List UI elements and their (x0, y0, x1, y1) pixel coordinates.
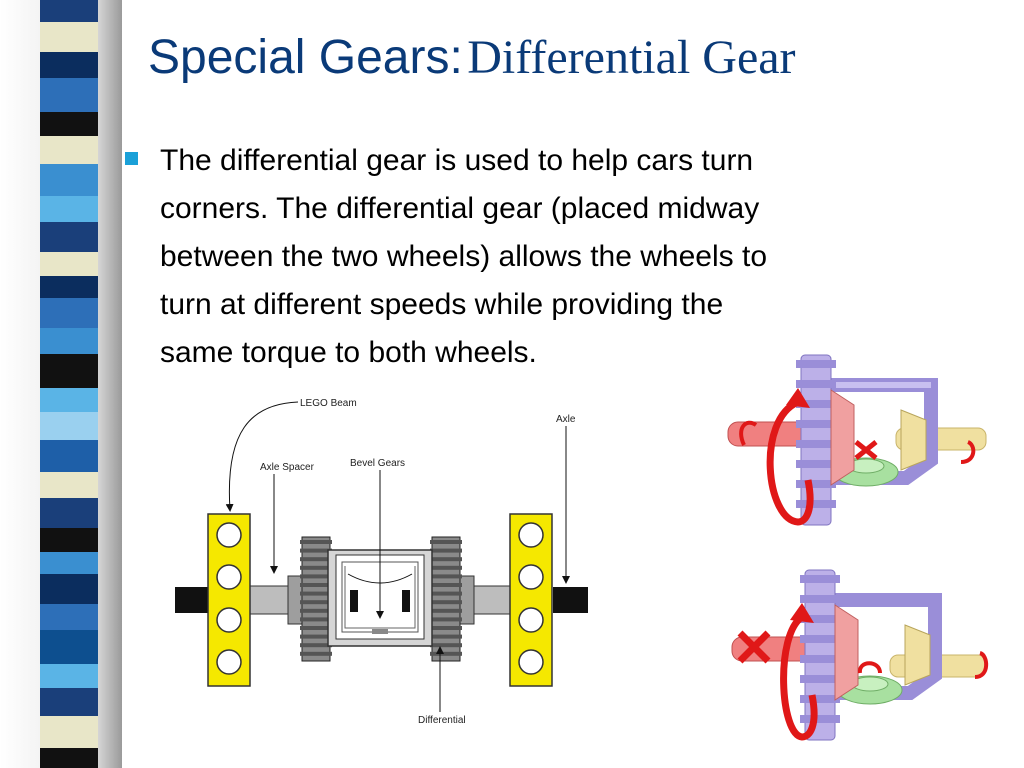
bullet-line: between the two wheels) allows the wheel… (160, 240, 768, 273)
left-lego-beam (207, 513, 251, 687)
stripe-cell (40, 604, 98, 630)
stripe-cell (40, 630, 98, 664)
right-axle-spacer (459, 575, 475, 625)
bullet-line: turn at different speeds while providing… (160, 288, 724, 321)
label-differential: Differential (418, 715, 466, 726)
stripe-cell (40, 688, 98, 716)
stripe-cell (40, 136, 98, 164)
stripe-cell (40, 196, 98, 222)
stripe-cell (40, 748, 98, 768)
stripe-cell (40, 440, 98, 472)
bullet-line: The differential gear is used to help ca… (160, 144, 754, 177)
label-lego-beam: LEGO Beam (300, 398, 357, 409)
slide-title: Special Gears: Differential Gear (148, 30, 796, 85)
stripe-cell (40, 412, 98, 440)
label-axle-spacer: Axle Spacer (260, 462, 315, 473)
lego-beam-pointer (225, 401, 299, 512)
right-lego-beam (509, 513, 553, 687)
left-axle (175, 587, 210, 613)
bevel-arc (347, 573, 413, 584)
bullet-paragraph: The differential gear is used to help ca… (160, 137, 990, 377)
differential-3d-illustration-bottom (731, 569, 989, 741)
stripe-cell (40, 664, 98, 688)
stripe-cell (40, 22, 98, 52)
stripe-cell (40, 528, 98, 552)
left-axle-spacer (287, 575, 303, 625)
bullet-square-icon (125, 152, 138, 165)
stripe-cell (40, 574, 98, 604)
bullet-line: same torque to both wheels. (160, 336, 537, 369)
stripe-cell (40, 52, 98, 78)
stripe-cell (40, 0, 98, 22)
stripe-cell (40, 472, 98, 498)
right-axle (553, 587, 588, 613)
label-bevel-gears: Bevel Gears (350, 458, 405, 469)
stripe-cell (40, 354, 98, 388)
stripe-cell (40, 388, 98, 412)
title-part-1: Special Gears: (148, 31, 463, 84)
decorative-stripe-bar (0, 0, 122, 768)
left-gear-stack (300, 536, 332, 662)
differential-schematic: LEGO Beam Axle Axle Spacer Bevel Gears D… (175, 398, 588, 726)
stripe-cell (40, 252, 98, 276)
right-gear-stack (430, 536, 462, 662)
stripe-cell (40, 552, 98, 574)
differential-3d-illustration-top (727, 354, 987, 526)
title-part-2: Differential Gear (467, 31, 796, 84)
stripe-cell (40, 222, 98, 252)
stripe-cell (40, 328, 98, 354)
stripe-cell (40, 498, 98, 528)
stripe-cell (40, 78, 98, 112)
stripe-cell (40, 298, 98, 328)
stripe-cell (40, 164, 98, 196)
stripe-cell (40, 716, 98, 748)
bullet-line: corners. The differential gear (placed m… (160, 192, 760, 225)
label-axle: Axle (556, 414, 576, 425)
stripe-cell (40, 112, 98, 136)
stripe-cell (40, 276, 98, 298)
